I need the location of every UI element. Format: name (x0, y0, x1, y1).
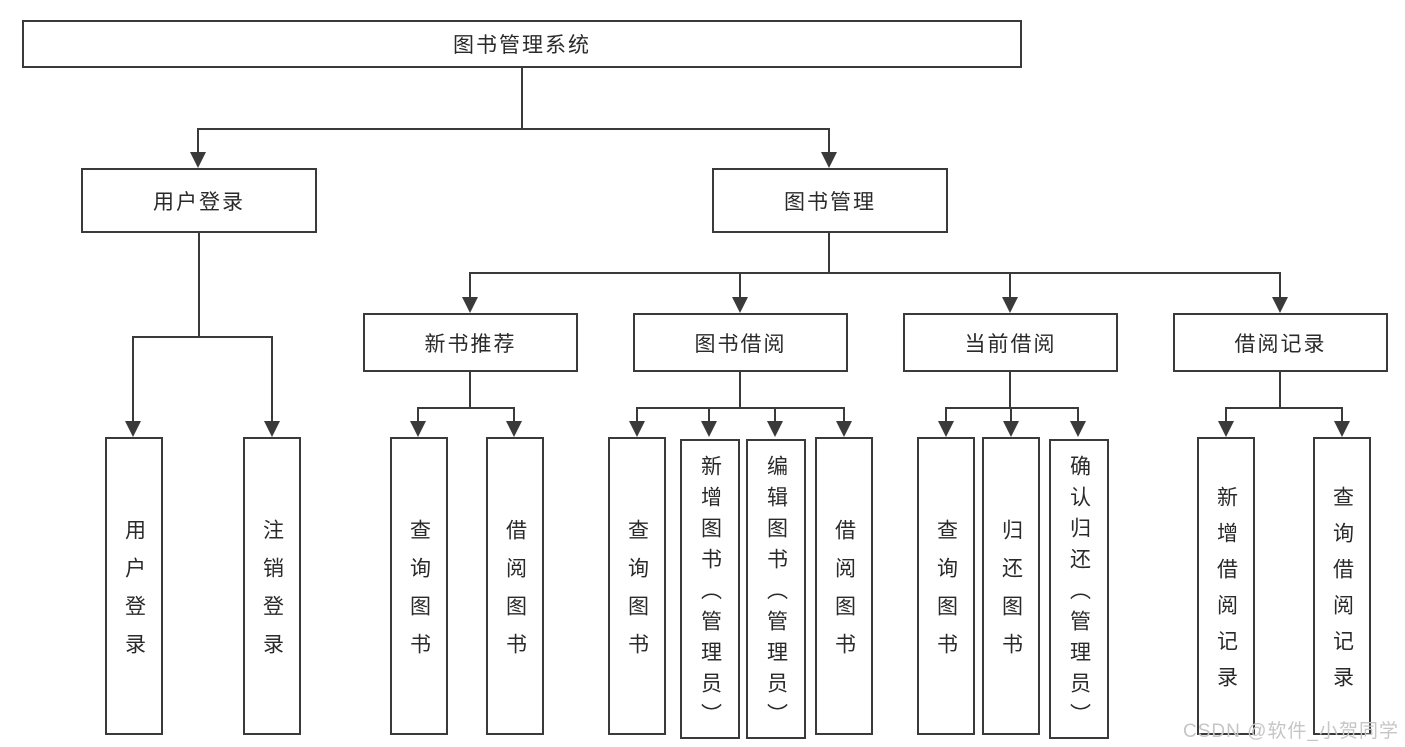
leaf-add-books-admin: 新增图书（管理员） (680, 439, 740, 739)
csdn-watermark: CSDN @软件_小贺同学 (1183, 721, 1399, 742)
connector-line (133, 336, 273, 338)
leaf-user-login: 用户登录 (105, 437, 163, 735)
leaf-borrow-books-recommend: 借阅图书 (486, 437, 544, 735)
node-book-management: 图书管理 (712, 168, 948, 233)
node-label: 当前借阅 (964, 332, 1057, 356)
arrow-down-icon (190, 128, 206, 168)
node-new-book-recommendation: 新书推荐 (363, 313, 578, 372)
arrow-down-icon (264, 336, 280, 437)
leaf-label: 查询借阅记录 (1330, 485, 1354, 702)
node-current-borrowing: 当前借阅 (903, 313, 1118, 372)
arrow-down-icon (1003, 407, 1019, 437)
leaf-label: 编辑图书（管理员） (764, 454, 788, 734)
node-borrowing-records: 借阅记录 (1173, 313, 1388, 372)
leaf-query-books-borrowing: 查询图书 (608, 437, 666, 735)
node-label: 图书管理 (784, 190, 876, 214)
connector-line (469, 272, 1281, 274)
connector-line (521, 68, 523, 128)
arrow-down-icon (1272, 272, 1288, 313)
leaf-label: 确认归还（管理员） (1067, 454, 1091, 734)
connector-line (828, 233, 830, 272)
connector-line (739, 372, 741, 408)
arrow-down-icon (629, 407, 645, 437)
arrow-down-icon (125, 336, 141, 437)
connector-line (1009, 372, 1011, 408)
leaf-query-borrow-record: 查询借阅记录 (1313, 437, 1371, 735)
connector-line (418, 407, 515, 409)
node-user-login: 用户登录 (81, 168, 317, 233)
leaf-label: 新增借阅记录 (1214, 485, 1238, 702)
connector-line (198, 128, 830, 130)
leaf-label: 借阅图书 (832, 518, 856, 671)
node-library-management-system: 图书管理系统 (22, 20, 1022, 68)
leaf-label: 查询图书 (625, 518, 649, 671)
leaf-confirm-return-admin: 确认归还（管理员） (1049, 439, 1109, 739)
leaf-label: 注销登录 (260, 518, 284, 671)
connector-line (469, 372, 471, 408)
arrow-down-icon (1334, 407, 1350, 437)
leaf-label: 归还图书 (999, 518, 1023, 671)
leaf-edit-books-admin: 编辑图书（管理员） (746, 439, 806, 739)
connector-line (636, 407, 844, 409)
leaf-query-books-recommend: 查询图书 (390, 437, 448, 735)
leaf-borrow-books: 借阅图书 (815, 437, 873, 735)
arrow-down-icon (506, 407, 522, 437)
connector-line (1225, 407, 1342, 409)
leaf-label: 新增图书（管理员） (698, 454, 722, 734)
leaf-logout: 注销登录 (243, 437, 301, 735)
arrow-down-icon (821, 128, 837, 168)
node-book-borrowing: 图书借阅 (633, 313, 848, 372)
arrow-down-icon (836, 407, 852, 437)
node-label: 借阅记录 (1234, 332, 1327, 356)
arrow-down-icon (1218, 407, 1234, 437)
arrow-down-icon (410, 407, 426, 437)
leaf-label: 查询图书 (407, 518, 431, 671)
leaf-label: 用户登录 (122, 518, 146, 671)
arrow-down-icon (732, 272, 748, 313)
connector-line (198, 233, 200, 336)
arrow-down-icon (1070, 407, 1086, 437)
leaf-return-books: 归还图书 (982, 437, 1040, 735)
leaf-query-books-current: 查询图书 (917, 437, 975, 735)
node-label: 图书管理系统 (453, 34, 591, 57)
leaf-label: 查询图书 (934, 518, 958, 671)
node-label: 用户登录 (153, 190, 245, 214)
arrow-down-icon (1002, 272, 1018, 313)
node-label: 新书推荐 (424, 332, 517, 356)
connector-line (1279, 372, 1281, 408)
node-label: 图书借阅 (694, 332, 787, 356)
arrow-down-icon (462, 272, 478, 313)
leaf-add-borrow-record: 新增借阅记录 (1197, 437, 1255, 735)
leaf-label: 借阅图书 (503, 518, 527, 671)
arrow-down-icon (938, 407, 954, 437)
arrow-down-icon (701, 407, 717, 437)
arrow-down-icon (767, 407, 783, 437)
